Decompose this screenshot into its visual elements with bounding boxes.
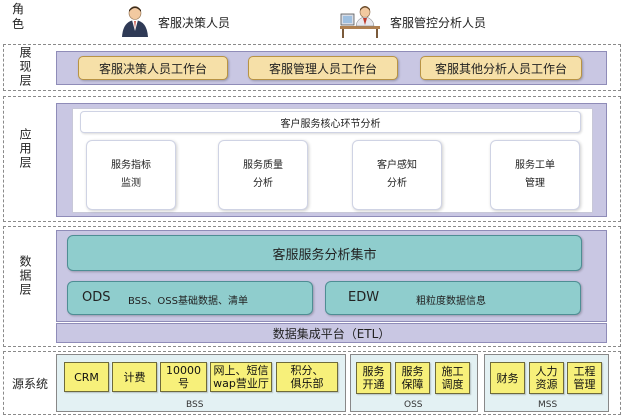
edw-desc: 粗粒度数据信息 xyxy=(416,296,486,307)
bss-tag: BSS xyxy=(186,400,204,410)
src-10000[interactable]: 10000号 xyxy=(160,362,207,392)
src-human-resources-line1: 人力 xyxy=(535,365,558,378)
src-construction-dispatch-line2: 调度 xyxy=(441,378,464,391)
service-data-mart[interactable]: 客服服务分析集市 xyxy=(67,235,582,271)
src-construction-dispatch-line1: 施工 xyxy=(441,365,464,378)
src-billing-line1: 计费 xyxy=(123,370,146,384)
src-crm-line1: CRM xyxy=(74,370,99,384)
workbench-manager[interactable]: 客服管理人员工作台 xyxy=(248,56,398,80)
application-layer xyxy=(3,96,621,222)
source-layer-label: 源系统 xyxy=(12,377,49,391)
module-work-order-line1: 服务工单 xyxy=(515,160,555,171)
module-service-quality-line1: 服务质量 xyxy=(243,160,283,171)
workbench-decision-maker[interactable]: 客服决策人员工作台 xyxy=(78,56,228,80)
module-service-metrics-line1: 服务指标 xyxy=(111,160,151,171)
module-customer-perception-line2: 分析 xyxy=(387,178,407,189)
etl-platform[interactable]: 数据集成平台（ETL） xyxy=(56,323,607,343)
module-customer-perception-line1: 客户感知 xyxy=(377,160,417,171)
module-service-quality[interactable]: 服务质量 分析 xyxy=(218,140,308,210)
module-work-order[interactable]: 服务工单 管理 xyxy=(490,140,580,210)
src-online-channels-line1: 网上、短信 xyxy=(213,364,269,377)
src-service-assurance-line2: 保障 xyxy=(401,378,424,391)
src-finance-line1: 财务 xyxy=(496,371,519,385)
src-engineering-mgmt[interactable]: 工程 管理 xyxy=(567,362,602,394)
data-layer-label: 数据层 xyxy=(18,255,32,297)
presentation-layer-label: 展现层 xyxy=(18,46,32,88)
src-service-provisioning-line1: 服务 xyxy=(362,365,385,378)
presentation-layer xyxy=(3,44,621,91)
role-label: 角色 xyxy=(11,2,24,31)
src-points-club[interactable]: 积分、 俱乐部 xyxy=(276,362,338,392)
src-engineering-mgmt-line1: 工程 xyxy=(573,365,596,378)
source-layer xyxy=(3,351,621,415)
src-points-club-line2: 俱乐部 xyxy=(290,377,324,390)
role-analyst-label: 客服管控分析人员 xyxy=(390,16,487,30)
src-service-assurance-line1: 服务 xyxy=(401,365,424,378)
edw-box[interactable]: EDW 粗粒度数据信息 xyxy=(325,281,581,315)
src-online-channels-line2: wap营业厅 xyxy=(213,377,269,390)
src-engineering-mgmt-line2: 管理 xyxy=(573,378,596,391)
analyst-icon xyxy=(338,4,382,38)
src-finance[interactable]: 财务 xyxy=(490,362,525,394)
ods-desc: BSS、OSS基础数据、清单 xyxy=(128,296,248,307)
src-billing[interactable]: 计费 xyxy=(112,362,157,392)
application-layer-label: 应用层 xyxy=(18,128,32,170)
ods-box[interactable]: ODS BSS、OSS基础数据、清单 xyxy=(67,281,313,315)
module-service-quality-line2: 分析 xyxy=(253,178,273,189)
workbench-other-analyst[interactable]: 客服其他分析人员工作台 xyxy=(420,56,582,80)
role-analyst: 客服管控分析人员 xyxy=(338,4,538,38)
decision-maker-icon xyxy=(118,4,152,38)
role-decision-maker-label: 客服决策人员 xyxy=(158,16,231,30)
module-service-metrics[interactable]: 服务指标 监测 xyxy=(86,140,176,210)
oss-tag: OSS xyxy=(404,400,423,410)
mss-tag: MSS xyxy=(538,400,558,410)
edw-title: EDW xyxy=(348,290,380,305)
src-construction-dispatch[interactable]: 施工 调度 xyxy=(435,362,470,394)
src-online-channels[interactable]: 网上、短信 wap营业厅 xyxy=(210,362,272,392)
ods-title: ODS xyxy=(82,290,111,305)
role-decision-maker: 客服决策人员 xyxy=(118,4,298,38)
src-service-provisioning-line2: 开通 xyxy=(362,378,385,391)
src-10000-line1: 10000号 xyxy=(166,364,201,390)
core-analysis-bar[interactable]: 客户服务核心环节分析 xyxy=(80,111,581,133)
src-service-assurance[interactable]: 服务 保障 xyxy=(395,362,430,394)
src-human-resources[interactable]: 人力 资源 xyxy=(529,362,564,394)
data-layer xyxy=(3,226,621,347)
module-service-metrics-line2: 监测 xyxy=(121,178,141,189)
src-points-club-line1: 积分、 xyxy=(290,364,324,377)
module-work-order-line2: 管理 xyxy=(525,178,545,189)
module-customer-perception[interactable]: 客户感知 分析 xyxy=(352,140,442,210)
src-service-provisioning[interactable]: 服务 开通 xyxy=(356,362,391,394)
src-crm[interactable]: CRM xyxy=(64,362,109,392)
src-human-resources-line2: 资源 xyxy=(535,378,558,391)
